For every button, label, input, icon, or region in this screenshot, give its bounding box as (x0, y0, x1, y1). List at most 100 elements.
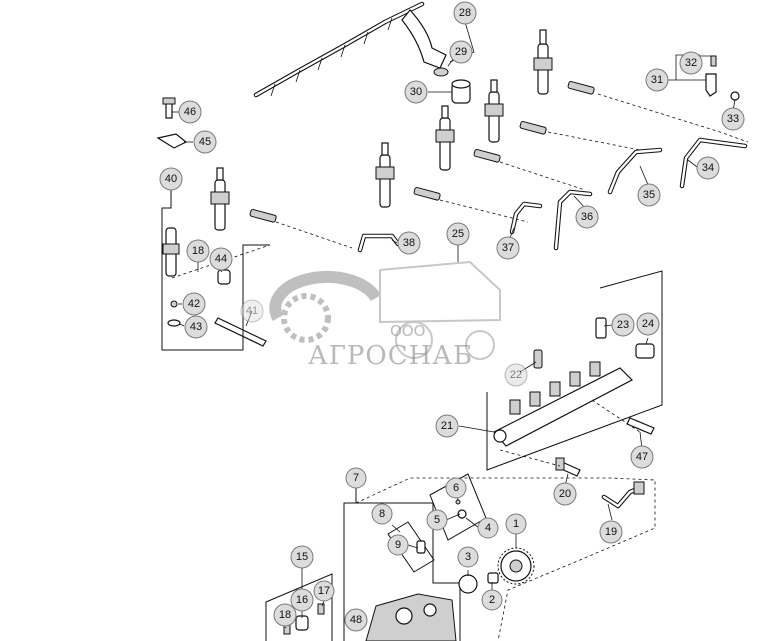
svg-text:44: 44 (215, 253, 227, 265)
pump-frame-7 (343, 486, 461, 641)
svg-text:28: 28 (459, 7, 471, 19)
hp-pipe-38 (357, 233, 401, 253)
svg-text:46: 46 (184, 106, 196, 118)
pressure-sensor-24 (635, 343, 655, 359)
callout-1: 1 (505, 513, 527, 535)
svg-text:7: 7 (353, 472, 359, 484)
callout-18-upper: 18 (186, 239, 210, 263)
callout-35: 35 (637, 183, 661, 207)
callout-20: 20 (553, 482, 577, 506)
fitting-22 (533, 349, 543, 369)
callout-44: 44 (209, 247, 233, 271)
svg-text:38: 38 (403, 237, 415, 249)
bolt-47 (626, 417, 655, 435)
gear-1 (497, 547, 535, 585)
callout-7: 7 (345, 467, 367, 489)
callout-46: 46 (178, 100, 202, 124)
clamp-45 (156, 133, 188, 149)
callout-22: 22 (504, 363, 528, 387)
callout-2: 2 (481, 589, 503, 611)
svg-text:18: 18 (279, 609, 291, 621)
callout-6: 6 (445, 477, 467, 499)
o-ring-3 (458, 574, 478, 594)
connector-cap-30 (451, 79, 471, 104)
callout-19: 19 (599, 520, 623, 544)
svg-text:2: 2 (489, 594, 495, 606)
svg-text:30: 30 (410, 86, 422, 98)
washer-42-43 (167, 300, 181, 327)
svg-text:41: 41 (246, 305, 258, 317)
callout-25: 25 (446, 222, 470, 246)
callout-28: 28 (453, 1, 477, 25)
callout-34: 34 (696, 156, 720, 180)
bracket-31 (705, 55, 740, 101)
callout-31: 31 (645, 68, 669, 92)
rod-41 (214, 317, 267, 347)
svg-text:29: 29 (455, 46, 467, 58)
return-pipe-19 (601, 481, 645, 509)
svg-text:9: 9 (395, 539, 401, 551)
callout-43: 43 (184, 315, 208, 339)
svg-text:4: 4 (485, 522, 491, 534)
svg-text:23: 23 (617, 319, 629, 331)
callout-38: 38 (397, 231, 421, 255)
callout-30: 30 (404, 80, 428, 104)
svg-text:43: 43 (190, 321, 202, 333)
svg-text:3: 3 (465, 551, 471, 563)
hp-pipe-34 (679, 137, 748, 189)
svg-text:16: 16 (296, 594, 308, 606)
svg-text:24: 24 (642, 318, 654, 330)
svg-text:1: 1 (513, 518, 519, 530)
callout-45: 45 (193, 130, 217, 154)
svg-text:18: 18 (192, 245, 204, 257)
sub-frame-8-9 (387, 521, 435, 573)
callout-21: 21 (435, 414, 459, 438)
connector-seal-29 (433, 67, 449, 77)
rail-bolt-line (499, 449, 561, 467)
svg-text:48: 48 (350, 614, 362, 626)
callout-29: 29 (449, 40, 473, 64)
injector-alignment-lines (171, 93, 749, 279)
hp-pipe-35 (607, 147, 663, 195)
injector-detail-40 (162, 227, 180, 277)
bolt-20 (555, 457, 581, 477)
svg-text:8: 8 (379, 508, 385, 520)
pump-body (365, 593, 457, 641)
svg-text:36: 36 (581, 211, 593, 223)
callout-48: 48 (344, 608, 368, 632)
svg-text:37: 37 (502, 242, 514, 254)
callout-15: 15 (290, 545, 314, 569)
injector-feed-sleeves (249, 80, 595, 223)
svg-text:21: 21 (441, 420, 453, 432)
svg-text:22: 22 (510, 369, 522, 381)
nut-2 (487, 572, 499, 584)
watermark-brand: АГРОСНАБ (308, 341, 473, 371)
svg-text:35: 35 (643, 189, 655, 201)
svg-text:5: 5 (434, 514, 440, 526)
callout-18-lower: 18 (273, 603, 297, 627)
callout-47: 47 (630, 445, 654, 469)
svg-text:15: 15 (296, 551, 308, 563)
hp-pipe-37 (509, 201, 543, 235)
svg-text:19: 19 (605, 526, 617, 538)
common-rail-frame (486, 270, 663, 471)
watermark-company-form: ООО (390, 322, 425, 340)
svg-text:6: 6 (453, 482, 459, 494)
callout-4: 4 (477, 517, 499, 539)
svg-text:17: 17 (318, 585, 330, 597)
svg-text:20: 20 (559, 488, 571, 500)
callout-16: 16 (290, 588, 314, 612)
callout-8: 8 (371, 503, 393, 525)
injector (210, 167, 230, 231)
callout-24: 24 (636, 312, 660, 336)
callout-36: 36 (575, 205, 599, 229)
injector (375, 142, 395, 208)
pump-dashed-outline (355, 477, 656, 641)
svg-text:42: 42 (188, 298, 200, 310)
injector (533, 29, 553, 95)
bolt-46 (162, 97, 176, 119)
callout-32: 32 (679, 51, 703, 75)
common-rail-21 (493, 361, 634, 447)
callout-9: 9 (387, 534, 409, 556)
